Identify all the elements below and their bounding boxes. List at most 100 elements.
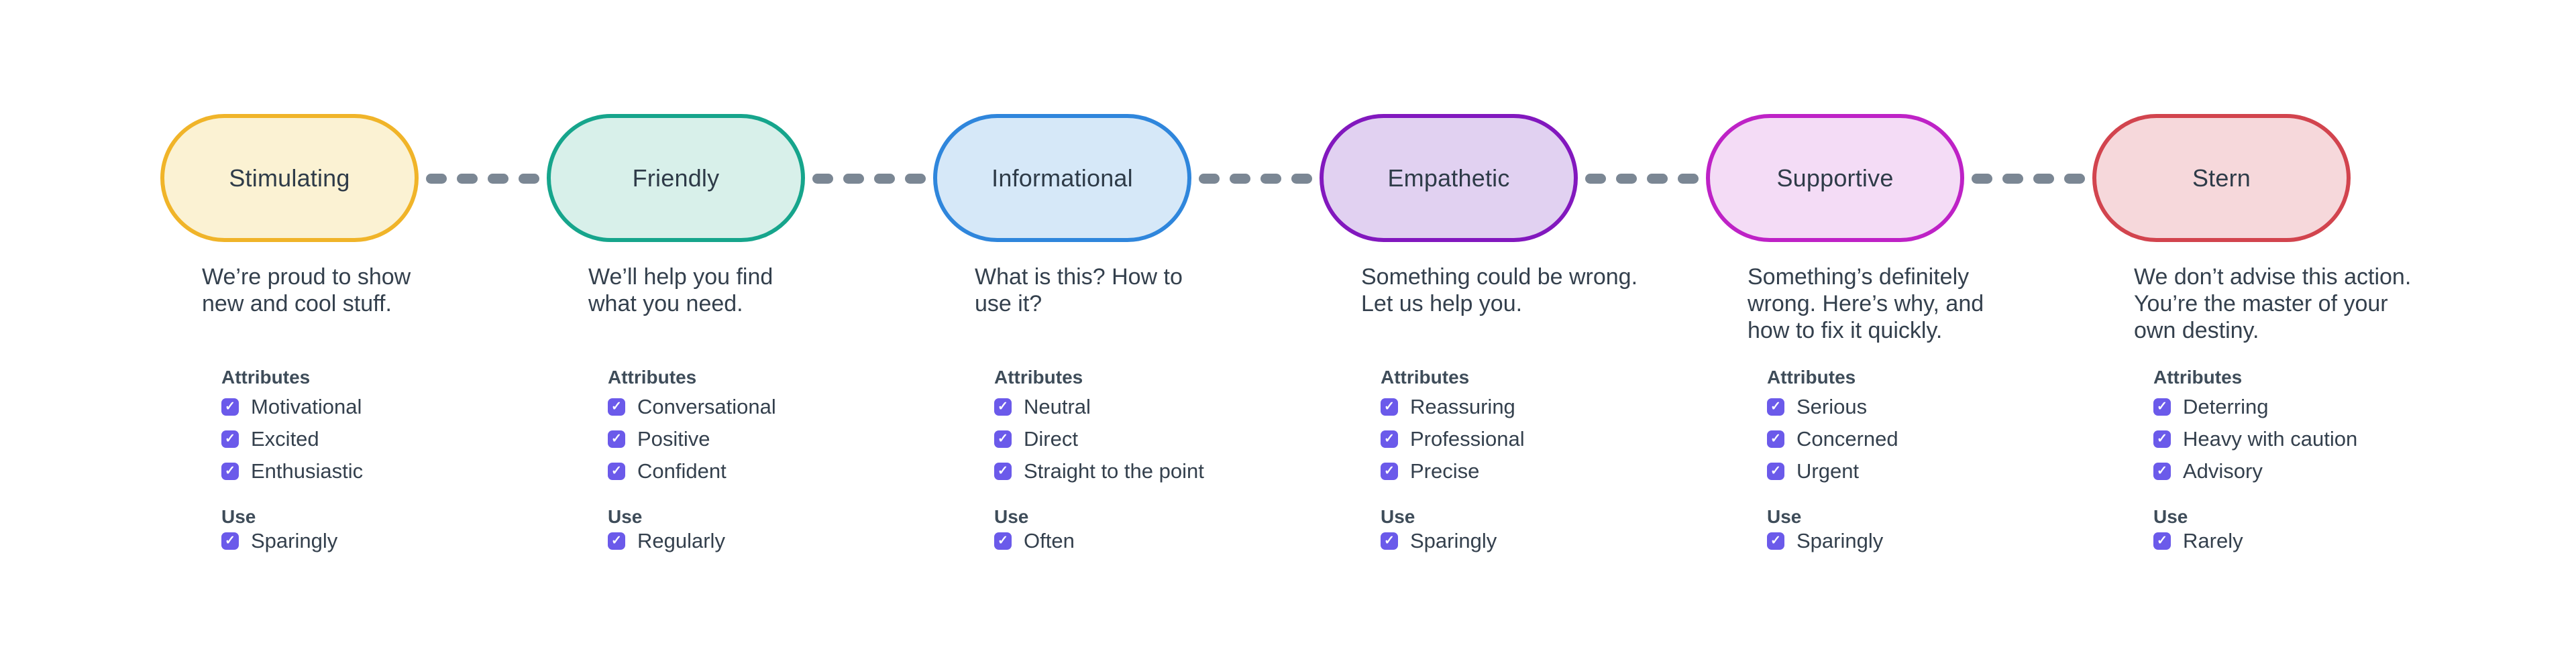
attribute-label: Conversational <box>637 395 776 418</box>
check-icon: ✓ <box>225 463 235 478</box>
tone-column: Informational What is this? How to use i… <box>933 114 1262 583</box>
dash <box>874 174 895 184</box>
use-title: Use <box>1767 506 1802 527</box>
attribute-row: ✓ Heavy with caution <box>2153 427 2358 451</box>
dash <box>1230 174 1250 184</box>
use-label: Sparingly <box>1796 529 1884 552</box>
use-checkbox[interactable]: ✓ <box>1381 532 1398 550</box>
check-icon: ✓ <box>1384 399 1395 414</box>
attribute-label: Excited <box>251 427 319 451</box>
attribute-checkbox[interactable]: ✓ <box>2153 463 2171 480</box>
use-title: Use <box>2153 506 2188 527</box>
tone-pill-label: Friendly <box>632 164 720 192</box>
check-icon: ✓ <box>2157 399 2167 414</box>
use-checkbox[interactable]: ✓ <box>608 532 625 550</box>
check-icon: ✓ <box>1384 533 1395 548</box>
tone-pill-label: Empathetic <box>1387 164 1510 192</box>
dash <box>2002 174 2023 184</box>
use-row: ✓ Often <box>994 529 1075 552</box>
tone-pill: Informational <box>933 114 1191 242</box>
check-icon: ✓ <box>1384 463 1395 478</box>
attribute-label: Confident <box>637 459 727 483</box>
dash <box>1678 174 1699 184</box>
attribute-checkbox[interactable]: ✓ <box>221 430 239 448</box>
use-section: Use ✓ Regularly <box>608 506 725 564</box>
dash <box>1291 174 1312 184</box>
attribute-checkbox[interactable]: ✓ <box>221 463 239 480</box>
use-label: Sparingly <box>251 529 338 552</box>
use-checkbox[interactable]: ✓ <box>1767 532 1784 550</box>
attribute-row: ✓ Enthusiastic <box>221 459 363 483</box>
use-checkbox[interactable]: ✓ <box>994 532 1012 550</box>
attribute-checkbox[interactable]: ✓ <box>2153 398 2171 416</box>
check-icon: ✓ <box>998 463 1008 478</box>
attribute-checkbox[interactable]: ✓ <box>1767 398 1784 416</box>
attribute-checkbox[interactable]: ✓ <box>608 398 625 416</box>
use-section: Use ✓ Sparingly <box>1767 506 1883 564</box>
attribute-label: Direct <box>1024 427 1078 451</box>
attributes-section: Attributes ✓ Conversational ✓ Positive ✓… <box>608 367 776 494</box>
attributes-section: Attributes ✓ Reassuring ✓ Professional ✓… <box>1381 367 1525 494</box>
attribute-row: ✓ Straight to the point <box>994 459 1204 483</box>
attribute-row: ✓ Deterring <box>2153 395 2357 418</box>
check-icon: ✓ <box>225 399 235 414</box>
attribute-label: Heavy with caution <box>2183 427 2358 451</box>
attribute-checkbox[interactable]: ✓ <box>608 430 625 448</box>
dash <box>1199 174 1220 184</box>
tone-pill-label: Stimulating <box>229 164 350 192</box>
check-icon: ✓ <box>2157 463 2167 478</box>
attribute-label: Neutral <box>1024 395 1091 418</box>
attribute-label: Concerned <box>1796 427 1898 451</box>
attribute-row: ✓ Excited <box>221 427 363 451</box>
use-label: Rarely <box>2183 529 2243 552</box>
attribute-label: Motivational <box>251 395 362 418</box>
attribute-label: Professional <box>1410 427 1525 451</box>
dash <box>843 174 864 184</box>
attribute-row: ✓ Neutral <box>994 395 1204 418</box>
attribute-checkbox[interactable]: ✓ <box>2153 430 2171 448</box>
attribute-checkbox[interactable]: ✓ <box>994 398 1012 416</box>
tone-column: Supportive Something’s definitely wrong.… <box>1706 114 2035 583</box>
attributes-title: Attributes <box>994 367 1083 388</box>
attribute-row: ✓ Advisory <box>2153 459 2357 483</box>
use-title: Use <box>608 506 643 527</box>
attributes-title: Attributes <box>608 367 697 388</box>
attributes-title: Attributes <box>1381 367 1470 388</box>
check-icon: ✓ <box>611 431 622 446</box>
use-checkbox[interactable]: ✓ <box>2153 532 2171 550</box>
tone-column: Friendly We’ll help you find what you ne… <box>547 114 875 583</box>
dash <box>457 174 478 184</box>
dash <box>2064 174 2085 184</box>
attributes-title: Attributes <box>221 367 311 388</box>
connector-dashed-line <box>1585 174 1699 184</box>
attribute-checkbox[interactable]: ✓ <box>1381 398 1398 416</box>
tone-description: We’re proud to show new and cool stuff. <box>202 264 411 316</box>
connector-dashed-line <box>426 174 539 184</box>
attribute-row: ✓ Conversational <box>608 395 776 418</box>
attribute-checkbox[interactable]: ✓ <box>221 398 239 416</box>
attributes-title: Attributes <box>2153 367 2243 388</box>
use-label: Regularly <box>637 529 725 552</box>
attribute-checkbox[interactable]: ✓ <box>1767 430 1784 448</box>
check-icon: ✓ <box>1384 431 1395 446</box>
attribute-label: Precise <box>1410 459 1480 483</box>
attribute-checkbox[interactable]: ✓ <box>1381 430 1398 448</box>
attribute-row: ✓ Reassuring <box>1381 395 1525 418</box>
check-icon: ✓ <box>611 533 622 548</box>
use-label: Sparingly <box>1410 529 1497 552</box>
tone-pill: Stern <box>2092 114 2351 242</box>
attribute-checkbox[interactable]: ✓ <box>608 463 625 480</box>
attribute-row: ✓ Confident <box>608 459 776 483</box>
use-checkbox[interactable]: ✓ <box>221 532 239 550</box>
attribute-row: ✓ Urgent <box>1767 459 1898 483</box>
attribute-checkbox[interactable]: ✓ <box>994 430 1012 448</box>
check-icon: ✓ <box>1770 431 1781 446</box>
check-icon: ✓ <box>1770 399 1781 414</box>
attribute-checkbox[interactable]: ✓ <box>1381 463 1398 480</box>
attribute-checkbox[interactable]: ✓ <box>994 463 1012 480</box>
attribute-row: ✓ Positive <box>608 427 776 451</box>
attribute-checkbox[interactable]: ✓ <box>1767 463 1784 480</box>
attribute-label: Advisory <box>2183 459 2263 483</box>
check-icon: ✓ <box>1770 463 1781 478</box>
check-icon: ✓ <box>998 533 1008 548</box>
